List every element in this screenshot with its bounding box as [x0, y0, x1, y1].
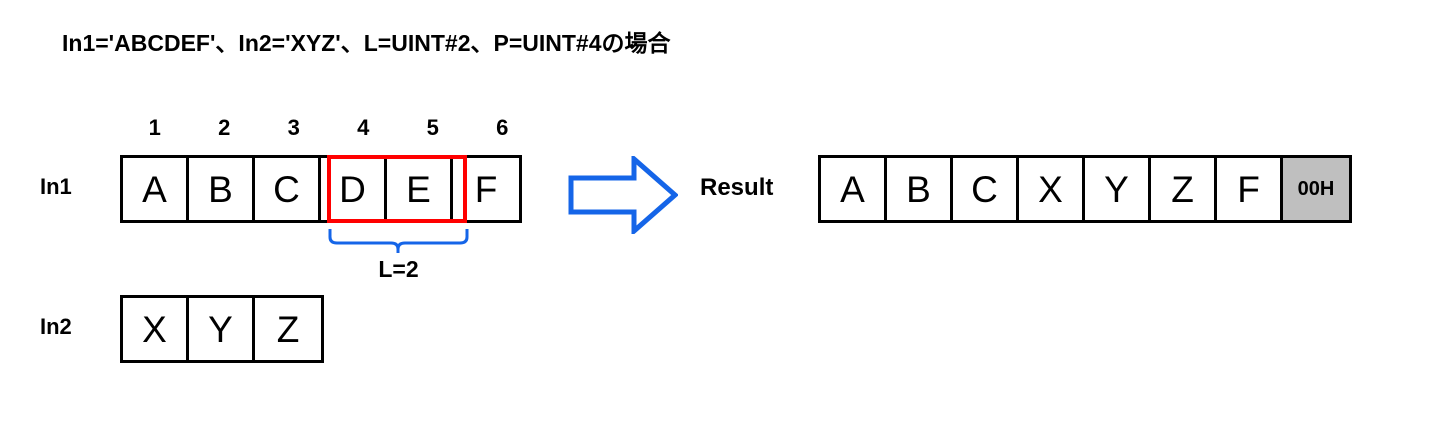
result-cell: X	[1019, 158, 1085, 220]
result-cell: Y	[1085, 158, 1151, 220]
result-row-label: Result	[700, 174, 774, 201]
in2-cell-row: X Y Z	[120, 295, 324, 363]
in1-cell: F	[453, 158, 519, 220]
in2-cell: Y	[189, 298, 255, 360]
in1-cell-row: A B C D E F	[120, 155, 522, 223]
in2-row-label: In2	[40, 314, 72, 339]
result-cell: F	[1217, 158, 1283, 220]
in1-index-number: 4	[357, 115, 370, 140]
in1-row-label: In1	[40, 174, 72, 199]
in1-cell: B	[189, 158, 255, 220]
in1-cell: C	[255, 158, 321, 220]
in1-index-number: 5	[426, 115, 439, 140]
result-cell: Z	[1151, 158, 1217, 220]
in1-index-number-row: 1 2 3 4 5 6	[120, 117, 537, 139]
in1-cell: E	[387, 158, 453, 220]
curly-brace-down-icon	[328, 228, 469, 254]
in2-cell: Z	[255, 298, 321, 360]
result-cell: C	[953, 158, 1019, 220]
result-cell: A	[821, 158, 887, 220]
in1-index-number: 2	[218, 115, 231, 140]
result-cell-filler: 00H	[1283, 158, 1349, 220]
in1-index-number: 1	[148, 115, 161, 140]
page-title: In1='ABCDEF'、In2='XYZ'、L=UINT#2、P=UINT#4…	[62, 30, 671, 56]
result-cell-row: A B C X Y Z F 00H	[818, 155, 1352, 223]
in1-cell: D	[321, 158, 387, 220]
result-cell: B	[887, 158, 953, 220]
in1-index-number: 6	[496, 115, 509, 140]
block-arrow-right-icon	[568, 153, 679, 237]
in2-cell: X	[123, 298, 189, 360]
length-marker-label: L=2	[378, 256, 419, 282]
in1-cell: A	[123, 158, 189, 220]
in1-index-number: 3	[287, 115, 300, 140]
